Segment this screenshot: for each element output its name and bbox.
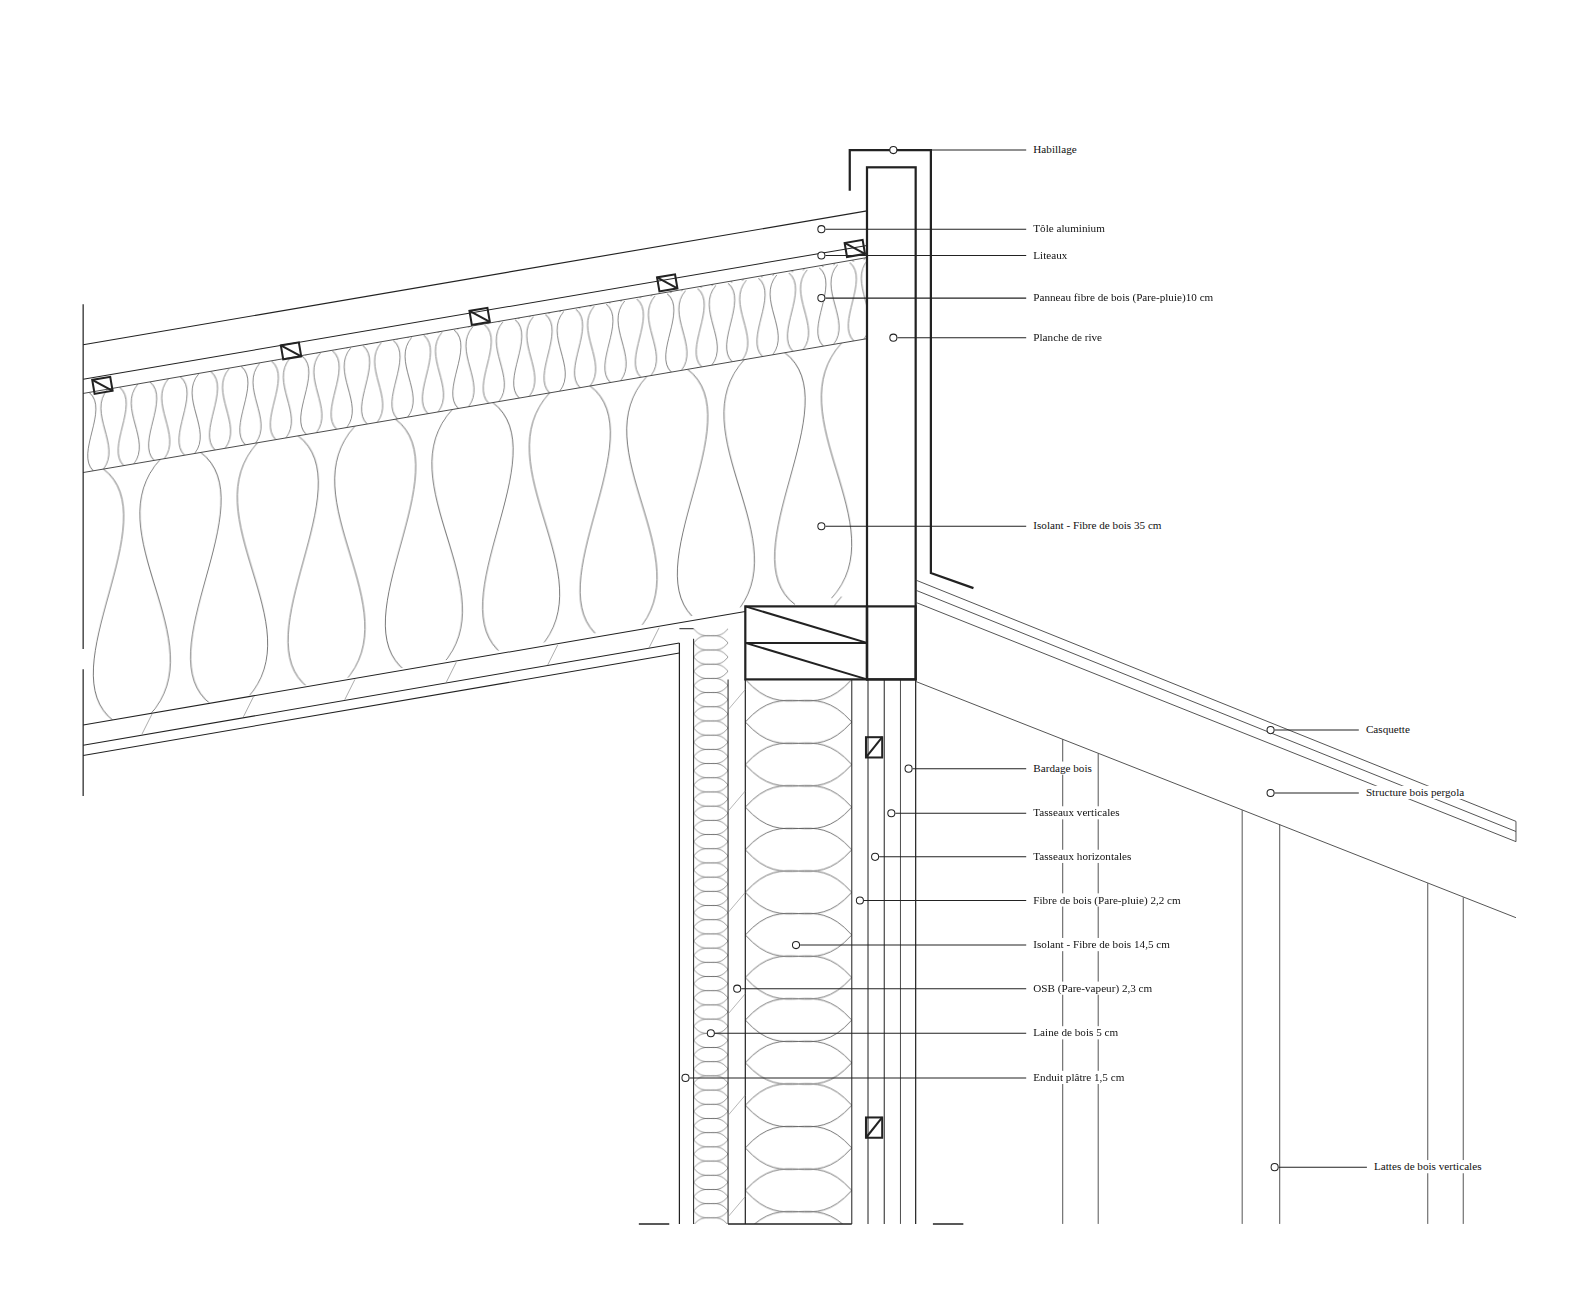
part-label: Bardage bois bbox=[1032, 762, 1093, 775]
part-label: Isolant - Fibre de bois 14,5 cm bbox=[1032, 938, 1171, 951]
part-label: Planche de rive bbox=[1032, 331, 1103, 344]
part-label: Enduit plâtre 1,5 cm bbox=[1032, 1071, 1125, 1084]
part-label: OSB (Pare-vapeur) 2,3 cm bbox=[1032, 982, 1153, 995]
part-label: Lattes de bois verticales bbox=[1373, 1160, 1483, 1173]
part-label: Laine de bois 5 cm bbox=[1032, 1026, 1119, 1039]
part-label: Fibre de bois (Pare-pluie) 2,2 cm bbox=[1032, 893, 1181, 906]
part-label: Isolant - Fibre de bois 35 cm bbox=[1032, 519, 1162, 532]
part-label: Structure bois pergola bbox=[1365, 786, 1465, 799]
part-label: Liteaux bbox=[1032, 248, 1068, 261]
part-label: Tasseaux horizontales bbox=[1032, 850, 1132, 863]
part-label: Panneau fibre de bois (Pare-pluie)10 cm bbox=[1032, 291, 1214, 304]
part-label: Tôle aluminium bbox=[1032, 222, 1106, 235]
part-label: Habillage bbox=[1032, 143, 1077, 156]
part-label: Tasseaux verticales bbox=[1032, 806, 1120, 819]
part-label: Casquette bbox=[1365, 723, 1411, 736]
